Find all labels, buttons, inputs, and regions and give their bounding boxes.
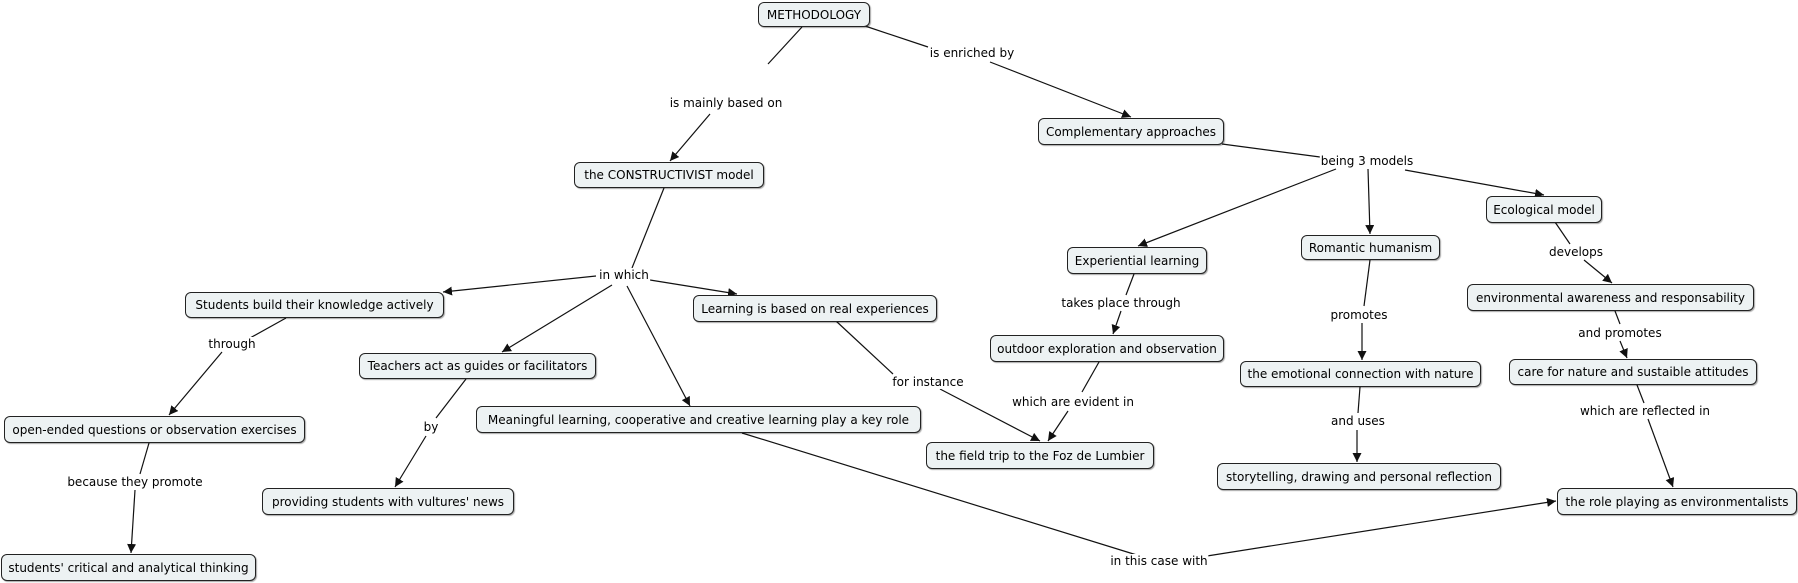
- concept-care-for-nature[interactable]: care for nature and sustaible attitudes: [1509, 359, 1757, 385]
- concept-complementary-approaches[interactable]: Complementary approaches: [1038, 118, 1224, 145]
- edge-enriched-complementary: [989, 61, 1132, 118]
- edge-inwhich-learningreal: [649, 279, 738, 298]
- edge-ecological-develops: [1554, 221, 1571, 245]
- edge-complementary-being3: [1221, 143, 1321, 158]
- concept-meaningful-learning[interactable]: Meaningful learning, cooperative and cre…: [476, 406, 921, 433]
- concept-learning-real-experiences[interactable]: Learning is based on real experiences: [693, 295, 937, 322]
- edge-through-openended: [168, 351, 223, 416]
- concept-outdoor-exploration[interactable]: outdoor exploration and observation: [990, 335, 1224, 362]
- edge-forinstance-fieldtrip: [939, 388, 1041, 442]
- link-which-are-reflected-in: which are reflected in: [1578, 404, 1712, 418]
- edge-because-critical: [127, 489, 137, 554]
- edge-teachers-by: [435, 378, 467, 419]
- concept-students-build-knowledge[interactable]: Students build their knowledge actively: [185, 292, 444, 318]
- edge-inwhich-students: [442, 275, 597, 296]
- link-is-enriched-by: is enriched by: [928, 46, 1016, 60]
- link-in-which: in which: [598, 268, 650, 282]
- edge-emotional-anduses: [1357, 386, 1361, 414]
- edge-evident-fieldtrip: [1047, 410, 1069, 442]
- concept-open-ended-questions[interactable]: open-ended questions or observation exer…: [4, 416, 305, 443]
- edge-being3-ecological: [1404, 169, 1545, 198]
- link-being-3-models: being 3 models: [1319, 154, 1415, 168]
- edge-develops-awareness: [1583, 259, 1613, 284]
- concept-romantic-humanism[interactable]: Romantic humanism: [1301, 235, 1440, 260]
- concept-constructivist-model[interactable]: the CONSTRUCTIVIST model: [574, 162, 764, 188]
- edge-inwhich-teachers: [501, 284, 613, 353]
- concept-experiential-learning[interactable]: Experiential learning: [1067, 247, 1207, 274]
- concept-vultures-news[interactable]: providing students with vultures' news: [262, 488, 514, 515]
- link-and-uses: and uses: [1330, 414, 1386, 428]
- concept-methodology[interactable]: METHODOLOGY: [758, 2, 870, 27]
- edge-thiscase-roleplaying: [1206, 497, 1557, 557]
- edge-reflected-roleplaying: [1647, 418, 1675, 488]
- edge-experiential-takesplace: [1125, 273, 1135, 296]
- concept-emotional-connection[interactable]: the emotional connection with nature: [1240, 361, 1481, 387]
- edge-students-through: [249, 317, 287, 339]
- edge-methodology-enriched: [861, 24, 929, 48]
- edge-mainly-constructivist: [669, 113, 711, 162]
- concept-field-trip[interactable]: the field trip to the Foz de Lumbier: [926, 442, 1154, 469]
- edge-outdoor-evident: [1081, 361, 1100, 393]
- link-by: by: [422, 420, 440, 434]
- edge-andpromotes-care: [1619, 340, 1628, 359]
- edge-romantic-promotes: [1363, 259, 1371, 307]
- concept-environmental-awareness[interactable]: environmental awareness and responsabili…: [1467, 284, 1754, 311]
- link-promotes: promotes: [1329, 308, 1389, 322]
- link-which-are-evident-in: which are evident in: [1011, 395, 1135, 409]
- edge-being3-romantic: [1365, 168, 1375, 235]
- concept-role-playing[interactable]: the role playing as environmentalists: [1557, 488, 1797, 515]
- edge-awareness-andpromotes: [1614, 310, 1621, 325]
- edge-being3-experiential: [1137, 168, 1337, 247]
- link-through: through: [207, 337, 257, 351]
- concept-teachers-guides[interactable]: Teachers act as guides or facilitators: [359, 353, 596, 379]
- link-and-promotes: and promotes: [1577, 326, 1663, 340]
- concept-ecological-model[interactable]: Ecological model: [1486, 196, 1602, 223]
- concept-storytelling[interactable]: storytelling, drawing and personal refle…: [1217, 463, 1501, 490]
- link-because-they-promote: because they promote: [66, 475, 204, 489]
- edge-openended-because: [139, 442, 150, 475]
- edge-by-vultures: [394, 435, 427, 488]
- link-takes-place-through: takes place through: [1060, 296, 1182, 310]
- edge-takesplace-outdoor: [1111, 310, 1122, 335]
- link-in-this-case-with: in this case with: [1109, 554, 1209, 568]
- edge-constructivist-inwhich: [631, 187, 665, 269]
- edge-learningreal-forinstance: [835, 320, 894, 375]
- edge-inwhich-meaningful: [626, 285, 691, 407]
- link-for-instance: for instance: [891, 375, 965, 389]
- edge-meaningful-thiscase: [741, 432, 1141, 557]
- link-develops: develops: [1547, 245, 1605, 259]
- edge-care-reflected: [1636, 384, 1645, 404]
- concept-critical-thinking[interactable]: students' critical and analytical thinki…: [1, 554, 256, 581]
- edge-methodology-mainly: [767, 26, 803, 65]
- link-is-mainly-based-on: is mainly based on: [668, 96, 784, 110]
